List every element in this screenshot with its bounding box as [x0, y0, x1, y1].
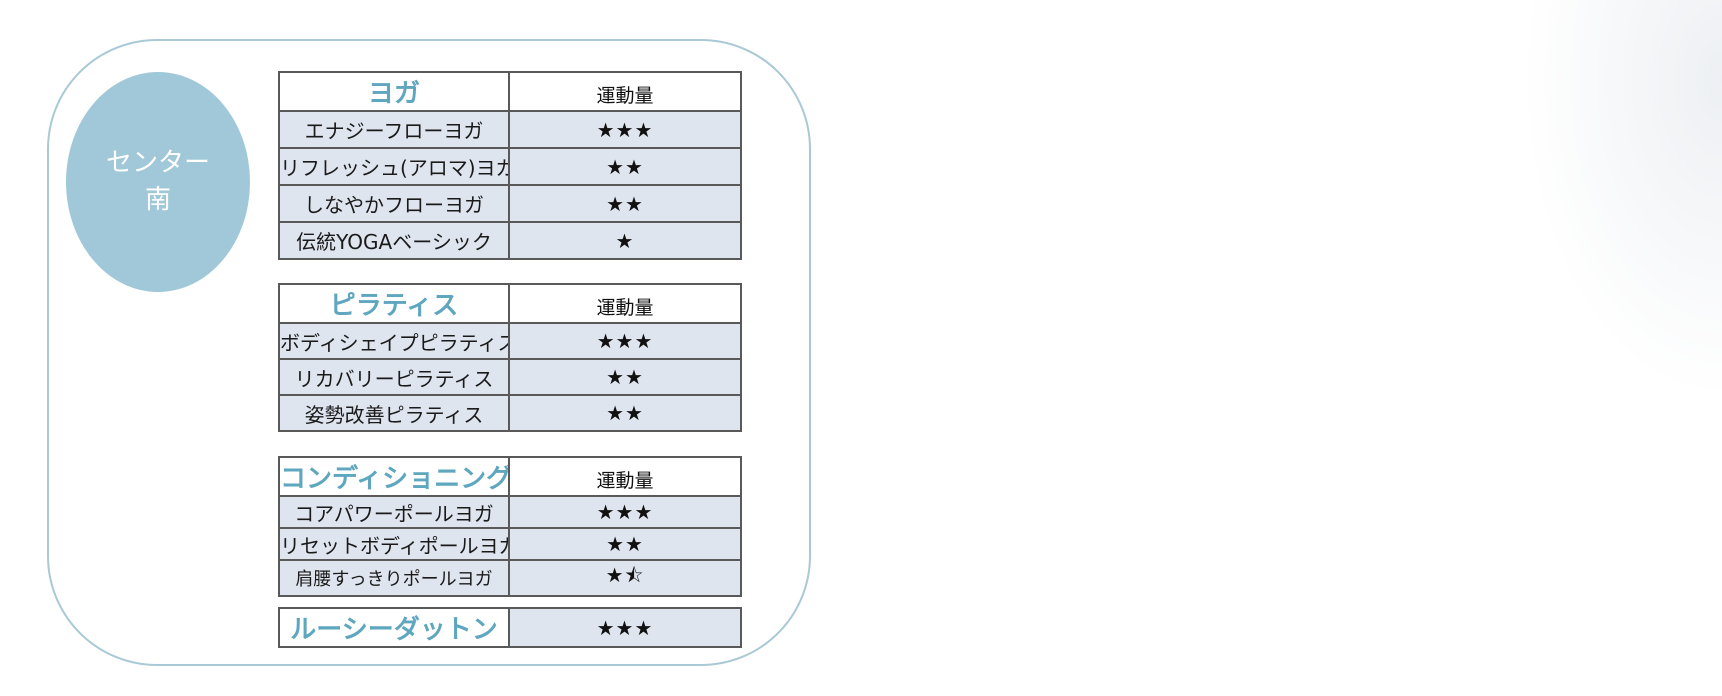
- table-row: 伝統YOGAベーシック ★: [278, 221, 742, 260]
- class-name: リフレッシュ(アロマ)ヨガ: [278, 147, 510, 186]
- table-row: しなやかフローヨガ ★★: [278, 184, 742, 223]
- center-badge-label: センター 南: [105, 148, 210, 215]
- level-stars: ★: [508, 221, 742, 260]
- class-name: ボディシェイプピラティス: [278, 322, 510, 360]
- table-row: 姿勢改善ピラティス ★★: [278, 394, 742, 432]
- table-row: エナジーフローヨガ ★★★: [278, 110, 742, 149]
- table-row: リセットボディポールヨガ ★★: [278, 527, 742, 561]
- level-stars: ★★★: [508, 607, 742, 648]
- yoga-title: ヨガ: [278, 71, 510, 112]
- level-stars: ★★: [508, 184, 742, 223]
- conditioning-header-row: コンディショニング 運動量: [278, 456, 742, 497]
- yoga-table: ヨガ 運動量 エナジーフローヨガ ★★★ リフレッシュ(アロマ)ヨガ ★★ しな…: [278, 71, 742, 260]
- yoga-level-header: 運動量: [508, 71, 742, 112]
- yoga-header-row: ヨガ 運動量: [278, 71, 742, 112]
- level-stars: ★★: [508, 147, 742, 186]
- class-name: しなやかフローヨガ: [278, 184, 510, 223]
- level-stars: ★★★: [508, 110, 742, 149]
- background-fade: [1522, 0, 1722, 400]
- conditioning-level-header: 運動量: [508, 456, 742, 497]
- center-badge: センター 南: [66, 72, 250, 292]
- table-row: リカバリーピラティス ★★: [278, 358, 742, 396]
- table-row: コアパワーポールヨガ ★★★: [278, 495, 742, 529]
- class-name: 肩腰すっきりポールヨガ: [278, 559, 510, 597]
- class-name: エナジーフローヨガ: [278, 110, 510, 149]
- level-stars: ★★★: [508, 495, 742, 529]
- class-name: 姿勢改善ピラティス: [278, 394, 510, 432]
- level-stars: ★★: [508, 527, 742, 561]
- table-row: 肩腰すっきりポールヨガ ★⯪: [278, 559, 742, 597]
- pilates-header-row: ピラティス 運動量: [278, 283, 742, 324]
- lucy-datton-title: ルーシーダットン: [278, 607, 510, 648]
- table-row: リフレッシュ(アロマ)ヨガ ★★: [278, 147, 742, 186]
- pilates-level-header: 運動量: [508, 283, 742, 324]
- pilates-title: ピラティス: [278, 283, 510, 324]
- conditioning-table: コンディショニング 運動量 コアパワーポールヨガ ★★★ リセットボディポールヨ…: [278, 456, 742, 597]
- level-stars: ★⯪: [508, 559, 742, 597]
- table-row: ルーシーダットン ★★★: [278, 607, 742, 648]
- class-name: リカバリーピラティス: [278, 358, 510, 396]
- class-name: 伝統YOGAベーシック: [278, 221, 510, 260]
- level-stars: ★★: [508, 358, 742, 396]
- table-row: ボディシェイプピラティス ★★★: [278, 322, 742, 360]
- lucy-datton-table: ルーシーダットン ★★★: [278, 607, 742, 648]
- class-name: リセットボディポールヨガ: [278, 527, 510, 561]
- class-name: コアパワーポールヨガ: [278, 495, 510, 529]
- conditioning-title: コンディショニング: [278, 456, 510, 497]
- pilates-table: ピラティス 運動量 ボディシェイプピラティス ★★★ リカバリーピラティス ★★…: [278, 283, 742, 432]
- level-stars: ★★: [508, 394, 742, 432]
- level-stars: ★★★: [508, 322, 742, 360]
